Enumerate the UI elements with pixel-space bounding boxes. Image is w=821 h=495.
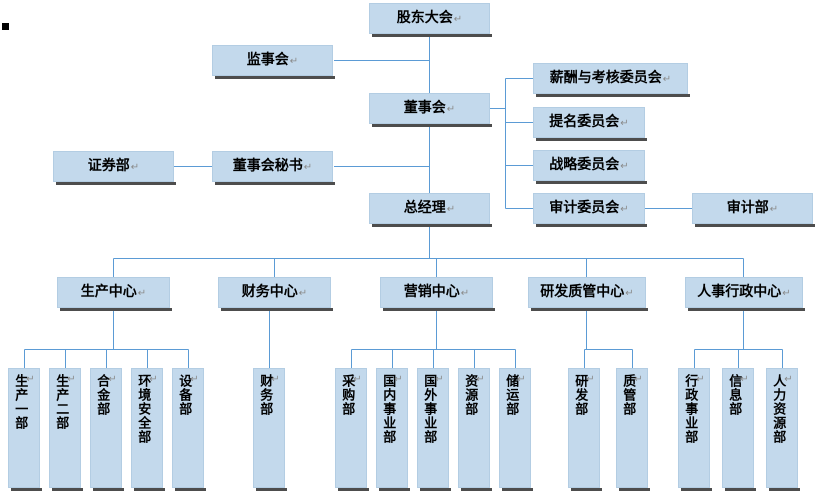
anchor-marker-icon bbox=[2, 23, 9, 30]
node-shareholders-meeting-label: 股东大会↵ bbox=[396, 9, 463, 26]
department-5-2[interactable]: 信息部↵ bbox=[722, 368, 756, 491]
department-3-1[interactable]: 采购部↵ bbox=[335, 368, 369, 491]
department-3-3[interactable]: 国外事业部↵ bbox=[417, 368, 451, 491]
department-3-2-label: 国内事业部 bbox=[380, 374, 396, 444]
department-1-1-label: 生产一部 bbox=[12, 374, 28, 430]
department-1-5-label: 设备部 bbox=[176, 374, 192, 416]
node-audit-dept-label: 审计部↵ bbox=[726, 199, 779, 216]
paragraph-mark-icon: ↵ bbox=[190, 374, 199, 385]
committee-2-label: 提名委员会↵ bbox=[549, 113, 629, 130]
paragraph-mark-icon: ↵ bbox=[634, 374, 643, 385]
node-supervisory-board-label: 监事会↵ bbox=[246, 51, 299, 68]
department-3-4-label: 资源部 bbox=[462, 374, 478, 416]
paragraph-mark-icon: ↵ bbox=[769, 203, 779, 215]
node-board-secretary-label: 董事会秘书↵ bbox=[232, 157, 313, 174]
node-shareholders-meeting[interactable]: 股东大会↵ bbox=[369, 3, 492, 37]
node-general-manager[interactable]: 总经理↵ bbox=[369, 193, 492, 227]
center-2-label: 财务中心↵ bbox=[241, 283, 308, 300]
center-2[interactable]: 财务中心↵ bbox=[218, 277, 333, 311]
node-board-secretary[interactable]: 董事会秘书↵ bbox=[212, 151, 335, 185]
paragraph-mark-icon: ↵ bbox=[108, 374, 117, 385]
paragraph-mark-icon: ↵ bbox=[696, 374, 705, 385]
paragraph-mark-icon: ↵ bbox=[586, 374, 595, 385]
paragraph-mark-icon: ↵ bbox=[303, 161, 313, 173]
department-1-3-label: 合金部 bbox=[94, 374, 110, 416]
department-4-1[interactable]: 研发部↵ bbox=[568, 368, 602, 491]
department-3-5-label: 储运部 bbox=[503, 374, 519, 416]
node-general-manager-label: 总经理↵ bbox=[403, 199, 456, 216]
paragraph-mark-icon: ↵ bbox=[620, 117, 629, 129]
node-audit-dept[interactable]: 审计部↵ bbox=[692, 193, 815, 227]
node-board-of-directors-label: 董事会↵ bbox=[403, 99, 456, 116]
department-1-1[interactable]: 生产一部↵ bbox=[8, 368, 42, 491]
committee-2[interactable]: 提名委员会↵ bbox=[533, 107, 647, 141]
paragraph-mark-icon: ↵ bbox=[620, 160, 629, 172]
center-3-label: 营销中心↵ bbox=[403, 283, 470, 300]
paragraph-mark-icon: ↵ bbox=[298, 287, 308, 299]
department-5-1[interactable]: 行政事业部↵ bbox=[678, 368, 712, 491]
paragraph-mark-icon: ↵ bbox=[446, 203, 456, 215]
paragraph-mark-icon: ↵ bbox=[620, 203, 629, 215]
department-3-3-label: 国外事业部 bbox=[421, 374, 437, 444]
committee-1-label: 薪酬与考核委员会↵ bbox=[549, 69, 672, 86]
center-5[interactable]: 人事行政中心↵ bbox=[685, 277, 805, 311]
paragraph-mark-icon: ↵ bbox=[453, 13, 463, 25]
paragraph-mark-icon: ↵ bbox=[460, 287, 470, 299]
paragraph-mark-icon: ↵ bbox=[625, 287, 634, 299]
paragraph-mark-icon: ↵ bbox=[271, 374, 280, 385]
committee-1[interactable]: 薪酬与考核委员会↵ bbox=[533, 63, 690, 97]
paragraph-mark-icon: ↵ bbox=[67, 374, 76, 385]
department-5-3-label: 人力资源部 bbox=[770, 374, 786, 444]
department-3-1-label: 采购部 bbox=[339, 374, 355, 416]
department-2-1[interactable]: 财务部↵ bbox=[253, 368, 287, 491]
paragraph-mark-icon: ↵ bbox=[149, 374, 158, 385]
department-3-5[interactable]: 储运部↵ bbox=[499, 368, 533, 491]
department-1-4-label: 环境安全部 bbox=[135, 374, 151, 444]
committee-4[interactable]: 审计委员会↵ bbox=[533, 193, 647, 227]
department-2-1-label: 财务部 bbox=[257, 374, 273, 416]
paragraph-mark-icon: ↵ bbox=[394, 374, 403, 385]
center-3[interactable]: 营销中心↵ bbox=[380, 277, 495, 311]
paragraph-mark-icon: ↵ bbox=[740, 374, 749, 385]
paragraph-mark-icon: ↵ bbox=[26, 374, 35, 385]
center-1-label: 生产中心↵ bbox=[80, 283, 147, 300]
paragraph-mark-icon: ↵ bbox=[446, 103, 456, 115]
center-1[interactable]: 生产中心↵ bbox=[57, 277, 172, 311]
department-1-3[interactable]: 合金部↵ bbox=[90, 368, 124, 491]
department-5-1-label: 行政事业部 bbox=[682, 374, 698, 444]
node-board-of-directors[interactable]: 董事会↵ bbox=[369, 93, 492, 127]
department-1-2[interactable]: 生产二部↵ bbox=[49, 368, 83, 491]
committee-3[interactable]: 战略委员会↵ bbox=[533, 150, 647, 184]
center-4-label: 研发质管中心↵ bbox=[540, 283, 634, 300]
department-3-4[interactable]: 资源部↵ bbox=[458, 368, 492, 491]
department-4-2[interactable]: 质管部↵ bbox=[616, 368, 650, 491]
paragraph-mark-icon: ↵ bbox=[476, 374, 485, 385]
node-securities-dept-label: 证券部↵ bbox=[87, 157, 140, 174]
department-1-4[interactable]: 环境安全部↵ bbox=[131, 368, 165, 491]
department-4-1-label: 研发部 bbox=[572, 374, 588, 416]
department-5-3[interactable]: 人力资源部↵ bbox=[766, 368, 800, 491]
center-4[interactable]: 研发质管中心↵ bbox=[528, 277, 648, 311]
center-5-label: 人事行政中心↵ bbox=[697, 283, 791, 300]
node-supervisory-board[interactable]: 监事会↵ bbox=[212, 45, 335, 79]
committee-4-label: 审计委员会↵ bbox=[549, 199, 629, 216]
paragraph-mark-icon: ↵ bbox=[289, 55, 299, 67]
department-1-5[interactable]: 设备部↵ bbox=[172, 368, 206, 491]
paragraph-mark-icon: ↵ bbox=[517, 374, 526, 385]
paragraph-mark-icon: ↵ bbox=[353, 374, 362, 385]
paragraph-mark-icon: ↵ bbox=[782, 287, 791, 299]
department-1-2-label: 生产二部 bbox=[53, 374, 69, 430]
paragraph-mark-icon: ↵ bbox=[435, 374, 444, 385]
department-3-2[interactable]: 国内事业部↵ bbox=[376, 368, 410, 491]
committee-3-label: 战略委员会↵ bbox=[549, 156, 629, 173]
paragraph-mark-icon: ↵ bbox=[784, 374, 793, 385]
paragraph-mark-icon: ↵ bbox=[130, 161, 140, 173]
department-4-2-label: 质管部 bbox=[620, 374, 636, 416]
paragraph-mark-icon: ↵ bbox=[137, 287, 147, 299]
node-securities-dept[interactable]: 证券部↵ bbox=[53, 151, 176, 185]
paragraph-mark-icon: ↵ bbox=[662, 73, 672, 85]
department-5-2-label: 信息部 bbox=[726, 374, 742, 416]
